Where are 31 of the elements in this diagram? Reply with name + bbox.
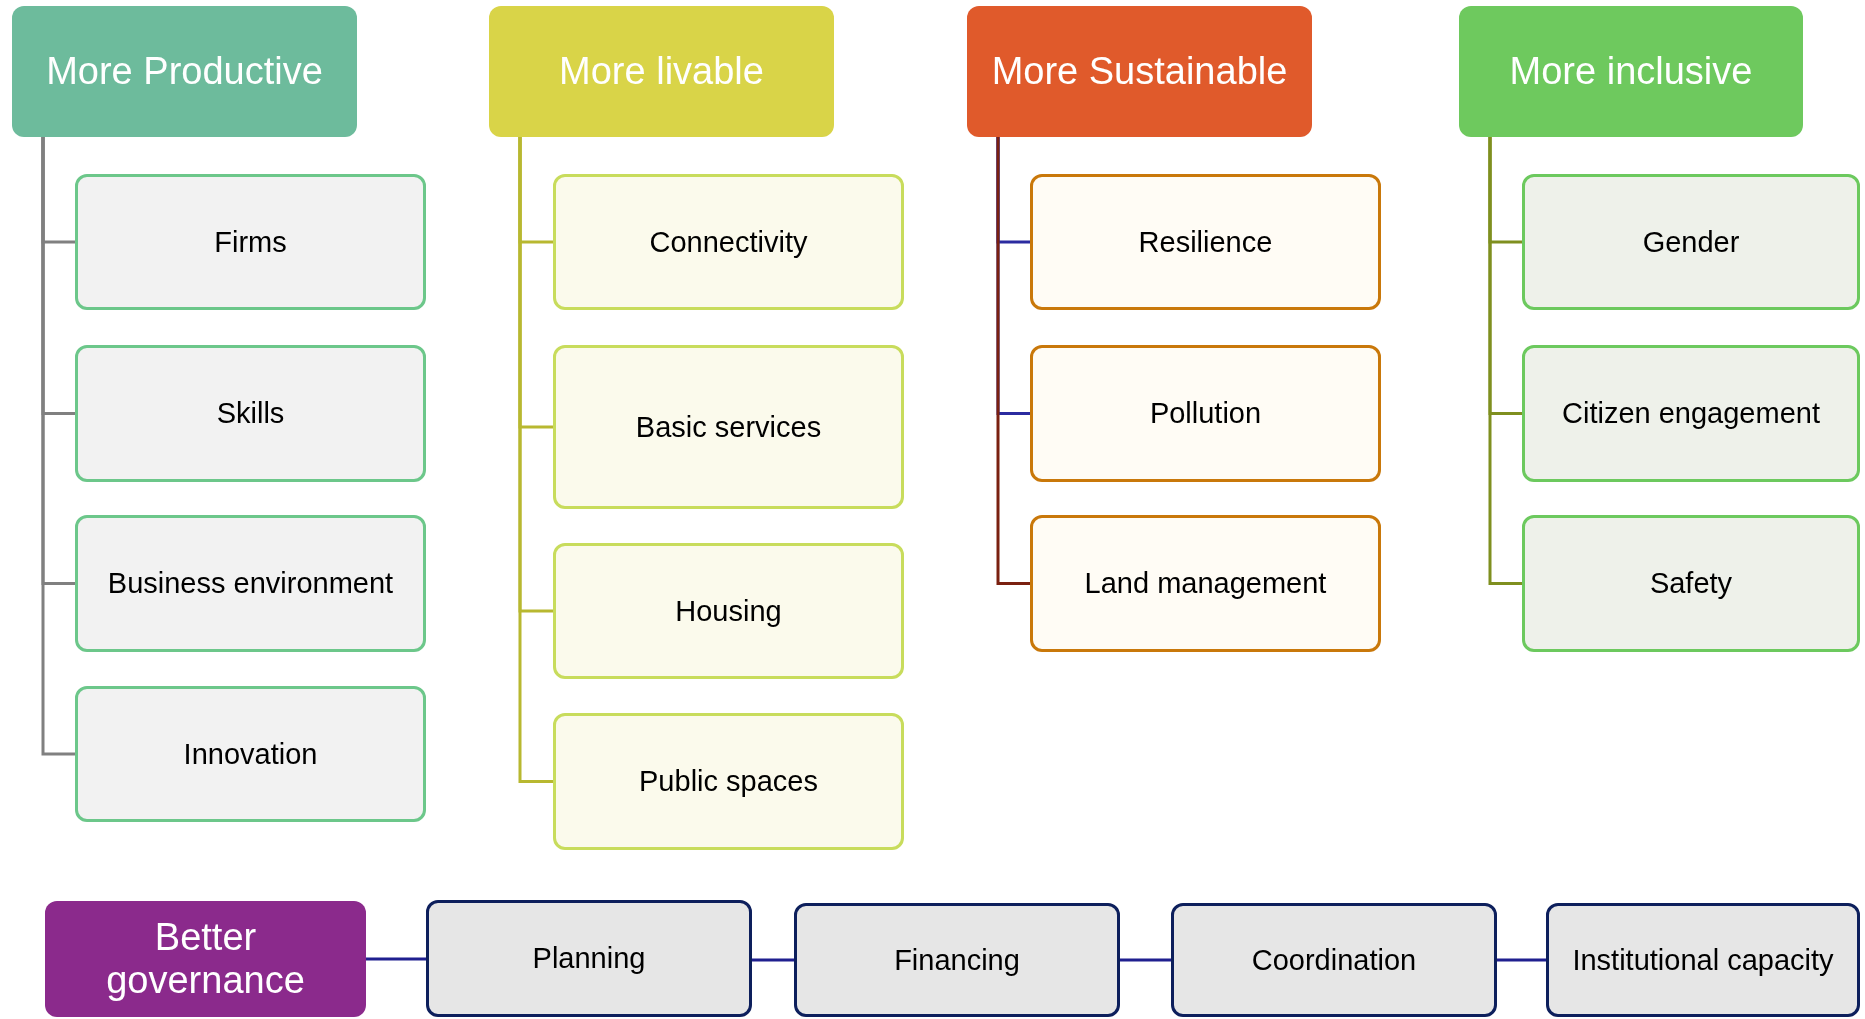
governance-box: Institutional capacity [1546,903,1860,1017]
category-header: More inclusive [1459,6,1803,137]
topic-box: Land management [1030,515,1381,652]
connector-line [518,137,553,783]
topic-box: Innovation [75,686,426,822]
connector-line [1497,958,1546,962]
governance-box: Financing [794,903,1120,1017]
topic-box: Basic services [553,345,904,509]
connector-line [1488,137,1522,585]
connector-line [996,137,1030,585]
governance-box: Planning [426,900,752,1017]
topic-box: Gender [1522,174,1860,310]
connector-line [366,957,426,961]
topic-box: Housing [553,543,904,679]
category-header: More Productive [12,6,357,137]
category-header: More livable [489,6,834,137]
category-header: Better governance [45,901,366,1017]
connector-line [752,958,794,962]
connector-line [1120,958,1171,962]
governance-box: Coordination [1171,903,1497,1017]
topic-box: Public spaces [553,713,904,850]
topic-box: Firms [75,174,426,310]
topic-box: Connectivity [553,174,904,310]
topic-box: Citizen engagement [1522,345,1860,482]
topic-box: Resilience [1030,174,1381,310]
connector-line [41,137,75,756]
topic-box: Skills [75,345,426,482]
topic-box: Business environment [75,515,426,652]
topic-box: Pollution [1030,345,1381,482]
topic-box: Safety [1522,515,1860,652]
category-header: More Sustainable [967,6,1312,137]
